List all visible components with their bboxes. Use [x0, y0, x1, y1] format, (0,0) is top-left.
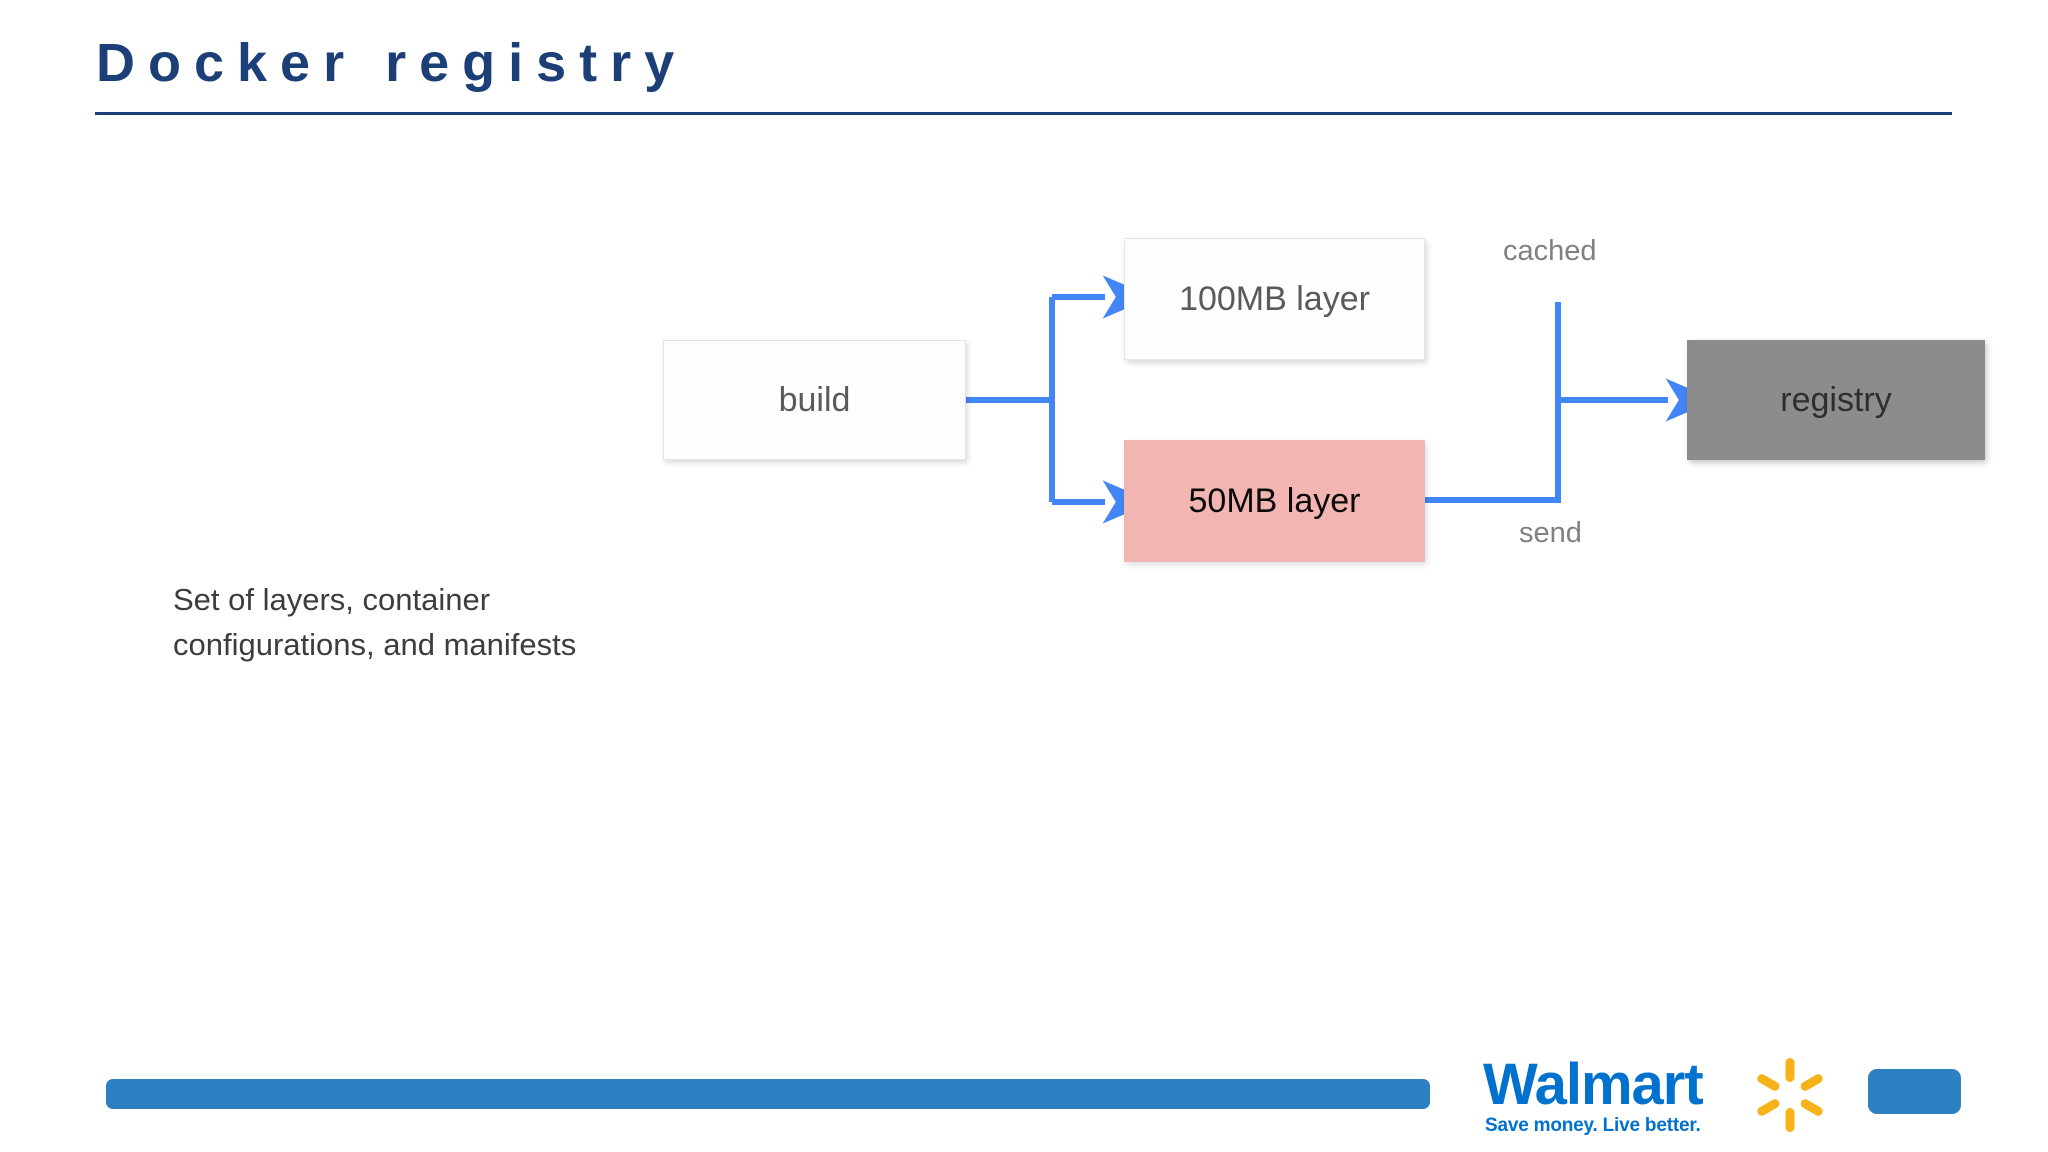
walmart-spark-icon: [1757, 1058, 1823, 1132]
body-text: Set of layers, container configurations,…: [173, 582, 577, 662]
walmart-tagline: Save money. Live better.: [1485, 1115, 1701, 1136]
node-layer-50mb-label: 50MB layer: [1188, 481, 1361, 520]
node-build[interactable]: build: [663, 340, 966, 460]
node-layer-100mb[interactable]: 100MB layer: [1124, 238, 1425, 360]
walmart-wordmark: Walmart: [1483, 1052, 1704, 1117]
node-registry[interactable]: registry: [1687, 340, 1985, 460]
edge-label-send: send: [1519, 517, 1582, 549]
page-title: Docker registry: [96, 33, 688, 93]
walmart-logo: Walmart Save money. Live better.: [1483, 1052, 1843, 1136]
title-underline-rule: [95, 112, 1952, 115]
node-layer-100mb-label: 100MB layer: [1179, 279, 1370, 318]
footer-badge: [1868, 1069, 1961, 1114]
node-layer-50mb[interactable]: 50MB layer: [1124, 440, 1425, 562]
footer-accent-bar: [106, 1079, 1430, 1109]
node-registry-label: registry: [1780, 380, 1892, 419]
edge-label-cached: cached: [1503, 235, 1597, 267]
edge-layer50-to-merge: [1425, 400, 1561, 503]
node-build-label: build: [778, 380, 851, 419]
